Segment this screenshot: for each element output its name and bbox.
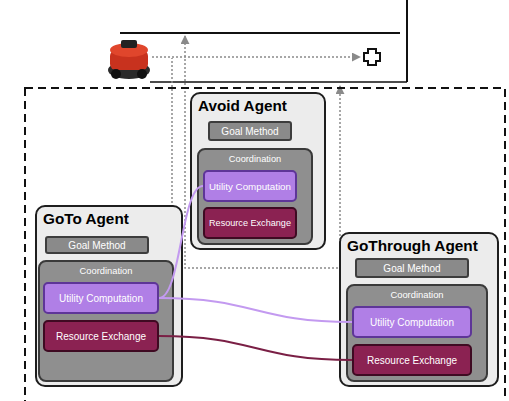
resource-box: Resource Exchange — [43, 320, 159, 352]
resource-box: Resource Exchange — [352, 344, 472, 376]
goal-method-box: Goal Method — [45, 236, 149, 254]
agent-title: GoTo Agent — [37, 207, 181, 229]
wall-line — [406, 0, 408, 82]
robot-icon — [108, 40, 150, 79]
box-label: Resource Exchange — [209, 218, 291, 228]
box-label: Resource Exchange — [367, 355, 457, 366]
agent-title: GoThrough Agent — [341, 234, 497, 256]
goal-cross-icon — [364, 49, 380, 65]
box-label: Goal Method — [68, 240, 125, 251]
section-label: Coordination — [199, 150, 311, 166]
agent-box: GoThrough AgentGoal MethodCoordinationUt… — [339, 232, 499, 387]
utility-box: Utility Computation — [352, 306, 472, 338]
section-label: Coordination — [40, 262, 172, 278]
coordination-box: CoordinationUtility ComputationResource … — [346, 284, 488, 382]
link-line — [159, 186, 203, 298]
link-line — [159, 298, 352, 322]
utility-box: Utility Computation — [43, 282, 159, 314]
box-label: Goal Method — [383, 263, 440, 274]
coordination-box: CoordinationUtility ComputationResource … — [38, 260, 174, 382]
coordination-box: CoordinationUtility ComputationResource … — [197, 148, 313, 245]
box-label: Utility Computation — [59, 293, 143, 304]
goal-method-box: Goal Method — [355, 258, 469, 278]
utility-box: Utility Computation — [203, 170, 297, 202]
resource-box: Resource Exchange — [203, 207, 297, 239]
agent-title: Avoid Agent — [192, 94, 324, 116]
agent-box: GoTo AgentGoal MethodCoordinationUtility… — [35, 205, 183, 387]
section-label: Coordination — [348, 286, 486, 302]
box-label: Goal Method — [221, 126, 278, 137]
box-label: Utility Computation — [209, 181, 291, 192]
wall-line — [120, 32, 400, 34]
box-label: Resource Exchange — [56, 331, 146, 342]
box-label: Utility Computation — [370, 317, 454, 328]
agent-box: Avoid AgentGoal MethodCoordinationUtilit… — [190, 92, 326, 250]
goal-method-box: Goal Method — [208, 121, 292, 141]
wall-line — [150, 81, 407, 83]
command-line — [152, 56, 360, 58]
system-boundary — [25, 88, 505, 401]
link-line — [159, 336, 352, 360]
